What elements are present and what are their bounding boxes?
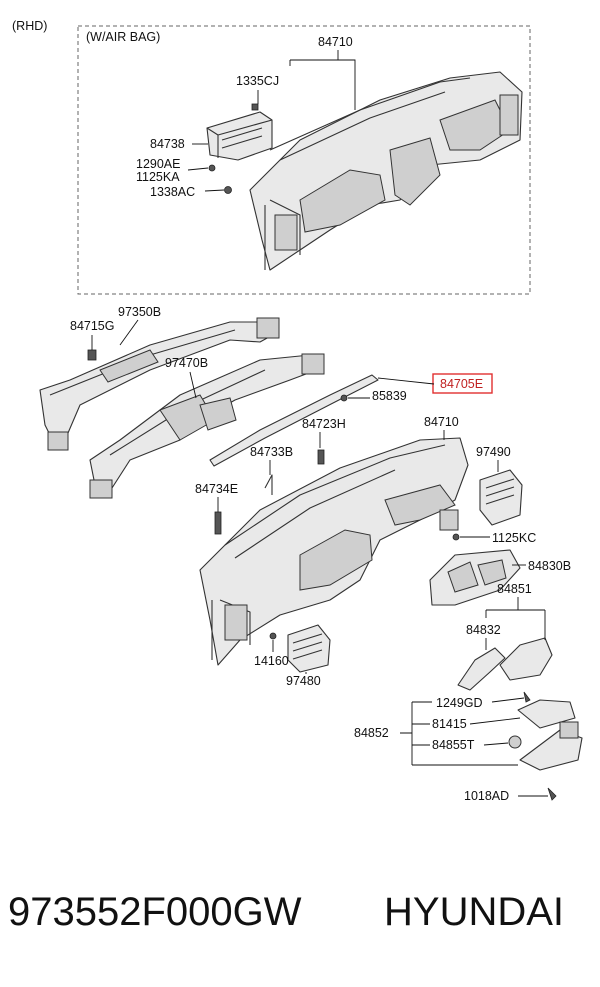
label-1249GD: 1249GD [436,696,483,710]
leader-84710-top [289,50,356,110]
label-84734E: 84734E [195,482,238,496]
airbag-variant-box [77,25,531,295]
leader-1290AE [187,167,209,171]
screw-1125kc-drawing [452,533,460,541]
crash-pad-main-drawing [199,437,469,666]
clip-14160-drawing [269,632,277,640]
label-84705E: 84705E [440,377,483,391]
trim-strip-drawing [209,374,379,467]
footer-part-number: 973552F000GW [8,890,302,934]
leader-97350B [119,319,139,346]
label-84733B: 84733B [250,445,293,459]
leader-84852 [400,697,525,766]
box-title: (W/AIR BAG) [86,30,160,44]
label-1018AD: 1018AD [464,789,509,803]
label-1338AC: 1338AC [150,185,195,199]
column-cover-drawing [457,637,583,801]
variant-label: (RHD) [12,19,47,33]
vent-97480-drawing [287,624,331,673]
label-81415: 81415 [432,717,467,731]
leader-1338AC [204,189,225,192]
leader-97470B [189,371,197,399]
vent-97490-drawing [479,469,523,526]
label-84710-top: 84710 [318,35,353,49]
leader-84705E [377,377,435,385]
label-97350B: 97350B [118,305,161,319]
duct-97470b-drawing [89,353,325,499]
label-1125KA: 1125KA [136,170,180,184]
label-1335CJ: 1335CJ [236,74,279,88]
label-97480: 97480 [286,674,321,688]
label-84723H: 84723H [302,417,346,431]
label-84738: 84738 [150,137,185,151]
label-97470B: 97470B [165,356,208,370]
label-97490: 97490 [476,445,511,459]
garnish-84830b-drawing [429,549,521,606]
airbag-module-drawing [206,103,273,194]
label-84715G: 84715G [70,319,114,333]
label-14160: 14160 [254,654,289,668]
duct-97350b-drawing [39,317,280,451]
label-84830B: 84830B [528,559,571,573]
crash-pad-upper-drawing [249,71,523,271]
label-1290AE: 1290AE [136,157,180,171]
label-84710: 84710 [424,415,459,429]
leader-84851 [485,597,546,640]
footer-brand: HYUNDAI [384,890,565,934]
label-84852: 84852 [354,726,389,740]
label-85839: 85839 [372,389,407,403]
label-1125KC: 1125KC [492,531,536,545]
footer: 973552F000GW HYUNDAI [0,880,600,950]
label-84855T: 84855T [432,738,475,752]
label-84851: 84851 [497,582,532,596]
label-84832: 84832 [466,623,501,637]
clip-85839-drawing [340,394,348,402]
